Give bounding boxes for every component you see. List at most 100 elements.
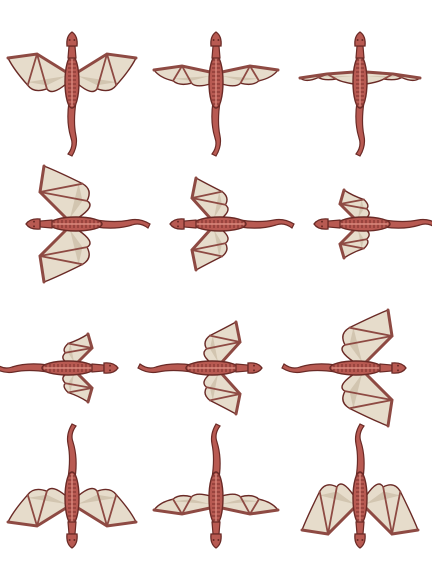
wing-membrane (301, 483, 355, 535)
dragon-sprite (298, 31, 422, 157)
frame-canvas (0, 332, 119, 404)
dragon-head (25, 218, 41, 230)
frame-left-1 (0, 144, 151, 288)
wing-shade (70, 230, 83, 265)
wing-membrane (203, 321, 241, 363)
wing-finger-bone (348, 326, 393, 337)
right-wing (364, 70, 422, 85)
wing-membrane (7, 487, 67, 527)
dragon-sprite (152, 423, 280, 549)
wing-membrane (221, 65, 279, 87)
wing-shade (70, 183, 83, 218)
dragon-neck (183, 219, 197, 229)
wing-shade (214, 191, 223, 218)
wing-finger-bone (106, 493, 118, 527)
wing-finger-bone (39, 246, 88, 257)
left-wing (76, 487, 138, 528)
wing-finger-bone (327, 486, 338, 535)
dragon-tail (383, 218, 432, 229)
frame-canvas (313, 188, 432, 260)
wing-finger-bone (382, 486, 393, 535)
wing-finger-bone (339, 238, 368, 245)
frame-up-2 (144, 0, 288, 157)
dragon-head (66, 533, 78, 549)
wing-finger-bone (339, 243, 365, 250)
dragon-neck (211, 521, 221, 535)
wing-finger-bone (172, 65, 183, 82)
dragon-head (247, 362, 263, 374)
wing-finger-bone (339, 198, 365, 205)
right-wing (76, 52, 138, 93)
dragon-sprite (152, 31, 280, 157)
frame-canvas (6, 31, 138, 157)
wing-finger-bone (318, 490, 329, 535)
eye-icon (253, 369, 255, 372)
left-wing (220, 493, 280, 516)
dragon-tail (355, 101, 366, 157)
wing-finger-bone (348, 399, 393, 410)
wing-finger-bone (181, 495, 193, 515)
dragon-neck (355, 45, 365, 59)
wing-membrane (191, 229, 229, 271)
wing-membrane (365, 483, 419, 535)
wing-finger-bone (392, 73, 403, 79)
dragon-neck (211, 45, 221, 59)
dragon-neck (91, 363, 105, 373)
eye-icon (68, 539, 71, 541)
eye-icon (321, 220, 323, 223)
wing-shade (68, 374, 74, 393)
eye-icon (397, 369, 399, 372)
wing-finger-bone (239, 495, 251, 515)
wing-finger-bone (391, 490, 402, 535)
frame-canvas (152, 423, 280, 549)
dragon-head (66, 31, 78, 47)
dragon-head (210, 31, 222, 47)
dragon-tail (137, 363, 193, 374)
wing-membrane (299, 71, 355, 85)
frame-down-3 (288, 423, 432, 576)
dragon-head (313, 218, 329, 230)
dragon-sprite (6, 423, 138, 549)
wing-membrane (365, 71, 421, 85)
eye-icon (73, 39, 76, 41)
wing-finger-bone (205, 341, 241, 350)
frame-up-3 (288, 0, 432, 157)
left-wing (6, 52, 68, 93)
frame-down-1 (0, 423, 144, 576)
frame-right-3 (281, 288, 432, 432)
wing-membrane (77, 487, 137, 527)
frame-canvas (6, 423, 138, 549)
dragon-tail (66, 423, 77, 479)
dragon-neck (379, 363, 393, 373)
wing-shade (214, 230, 223, 257)
eye-icon (217, 539, 220, 541)
wing-shade (366, 76, 402, 78)
right-wing (220, 64, 280, 87)
dragon-head (169, 218, 185, 230)
wing-membrane (341, 309, 393, 363)
wing-membrane (203, 373, 241, 415)
frame-canvas (152, 31, 280, 157)
eye-icon (397, 364, 399, 367)
eye-icon (73, 539, 76, 541)
dragon-neck (235, 363, 249, 373)
left-wing (364, 483, 420, 536)
frame-canvas (298, 31, 422, 157)
wing-finger-bone (239, 65, 251, 85)
wing-shade (209, 335, 218, 362)
eye-icon (33, 225, 35, 228)
eye-icon (356, 539, 359, 541)
wing-finger-bone (181, 65, 193, 85)
wing-finger-bone (191, 197, 227, 206)
frame-canvas (281, 308, 407, 428)
wing-finger-bone (344, 335, 393, 346)
frame-left-2 (144, 144, 295, 288)
right-wing (152, 493, 212, 516)
wing-finger-bone (96, 53, 108, 90)
wing-membrane (153, 65, 211, 87)
wing-shade (78, 494, 117, 504)
wing-shade (78, 76, 117, 86)
dragon-sprite (281, 308, 407, 428)
eye-icon (177, 220, 179, 223)
